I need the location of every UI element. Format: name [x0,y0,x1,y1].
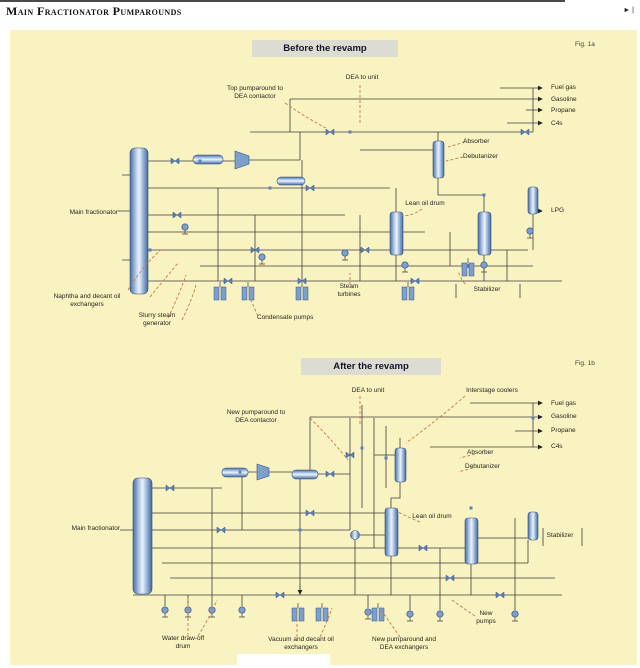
after-header: After the revamp [301,358,441,375]
before-accumulator-drum [276,176,306,186]
label-lean-oil-drum-2: Lean oil drum [412,513,452,520]
before-absorber-column [432,140,445,179]
label-output-gasoline: Gasoline [551,96,577,103]
label-exchangers: Naphtha and decant oil exchangers [53,293,121,308]
after-fig-label: Fig. 1b [575,360,595,367]
before-fig-label: Fig. 1a [575,41,595,48]
label-stabilizer-2: Stabilizer [546,532,574,539]
after-mixing-node [350,530,360,540]
label-debutanizer-2: Debutanizer [465,463,501,470]
label-steam-turbines: Steam turbines [337,283,361,298]
label-main-fractionator-2: Main fractionator [71,525,120,532]
after-piping [120,400,583,610]
before-overhead-drum [192,154,224,165]
label-dea-to-unit-2: DEA to unit [351,387,385,394]
label-condensate-pumps: Condensate pumps [257,314,314,321]
label-water-draw-off: Water draw-off drum [161,635,205,650]
label-slurry-generator: Slurry steam generator [138,312,176,327]
before-compressor [234,150,250,170]
label-output-gasoline-2: Gasoline [551,413,577,420]
after-side-drum [527,511,539,541]
nav-arrow-icon[interactable]: ► | [623,7,634,14]
before-debutanizer-column [389,211,404,256]
label-absorber-2: Absorber [467,449,494,456]
label-output-c4s: C4s [551,120,563,127]
label-new-pumps: New pumps [476,610,496,625]
label-dea-to-unit: DEA to unit [345,74,379,81]
before-header: Before the revamp [252,40,398,57]
label-output-fuel-gas: Fuel gas [551,84,576,91]
after-accumulator-drum [291,469,319,480]
after-stabilizer-column [464,517,479,565]
before-diagram [118,85,562,321]
label-debutanizer: Debutanizer [463,153,499,160]
before-lpg-drum [527,186,539,215]
label-output-propane-2: Propane [551,427,576,434]
page-notch [237,654,330,668]
label-lean-oil-drum: Lean oil drum [405,200,445,207]
label-lpg: LPG [551,207,565,214]
after-debutanizer-column [384,507,399,557]
after-callout-leaders [187,395,476,638]
page-title: Main Fractionator Pumparounds [6,4,182,18]
label-output-propane: Propane [551,107,576,114]
label-output-fuel-gas-2: Fuel gas [551,400,576,407]
label-top-pumparound: Top pumparound to DEA contactor [226,85,284,100]
label-output-c4s-2: C4s [551,443,563,450]
label-main-fractionator: Main fractionator [69,209,118,216]
after-compressor [256,463,270,481]
label-interstage-coolers: Interstage coolers [466,387,518,394]
after-main-fractionator-vessel [132,477,153,595]
before-stabilizer-column [477,211,492,256]
figure-background [10,30,637,665]
label-new-pumparound: New pumparound to DEA contactor [226,409,286,424]
label-new-pa-exchangers: New pumparound and DEA exchangers [372,636,436,651]
before-main-fractionator-vessel [129,147,149,295]
after-absorber-column [394,447,407,483]
after-diagram [120,395,583,638]
after-overhead-drum [221,467,249,478]
before-callout-leaders [127,85,466,321]
label-vacuum-exchangers: Vacuum and decant oil exchangers [268,636,334,651]
before-piping [118,85,562,298]
page-top-rule [0,0,565,2]
label-absorber: Absorber [463,138,490,145]
label-stabilizer: Stabilizer [473,286,501,293]
